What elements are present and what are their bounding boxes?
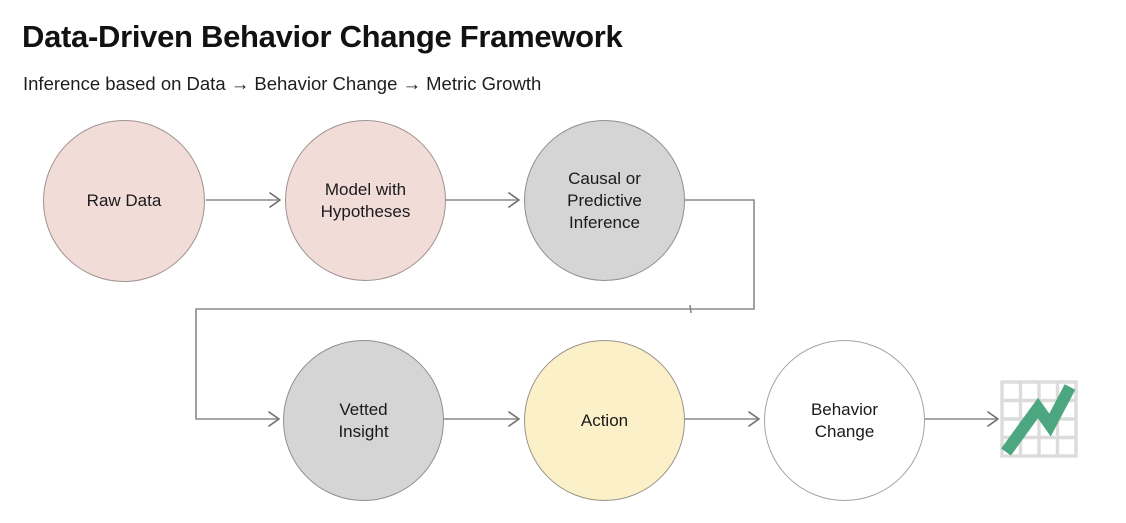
node-raw-data[interactable]: Raw Data <box>43 120 205 282</box>
node-behavior-change-label: Behavior Change <box>810 399 879 441</box>
edge-action-to-behavior-change <box>685 411 760 427</box>
node-raw-data-label: Raw Data <box>86 191 162 210</box>
page-title: Data-Driven Behavior Change Framework <box>22 19 623 54</box>
edge-raw-data-to-model <box>206 192 281 208</box>
node-behavior-change[interactable]: Behavior Change <box>764 340 925 501</box>
edge-behavior-change-to-metric-growth <box>925 411 999 427</box>
node-causal-or-predictive-inference[interactable]: Causal or Predictive Inference <box>524 120 685 281</box>
metric-growth-chart-icon <box>1000 380 1078 458</box>
edge-model-to-inference <box>446 192 520 208</box>
node-model-with-hypotheses[interactable]: Model with Hypotheses <box>285 120 446 281</box>
edge-vetted-insight-to-action <box>444 411 520 427</box>
page-subtitle: Inference based on Data → Behavior Chang… <box>23 73 542 94</box>
node-vetted-insight-label: Vetted Insight <box>338 399 389 441</box>
node-vetted-insight[interactable]: Vetted Insight <box>283 340 444 501</box>
node-causal-or-predictive-inference-label: Causal or Predictive Inference <box>567 168 642 232</box>
trend-line <box>1001 384 1076 456</box>
node-model-with-hypotheses-label: Model with Hypotheses <box>320 179 411 221</box>
node-action-label: Action <box>580 410 629 430</box>
node-action[interactable]: Action <box>524 340 685 501</box>
